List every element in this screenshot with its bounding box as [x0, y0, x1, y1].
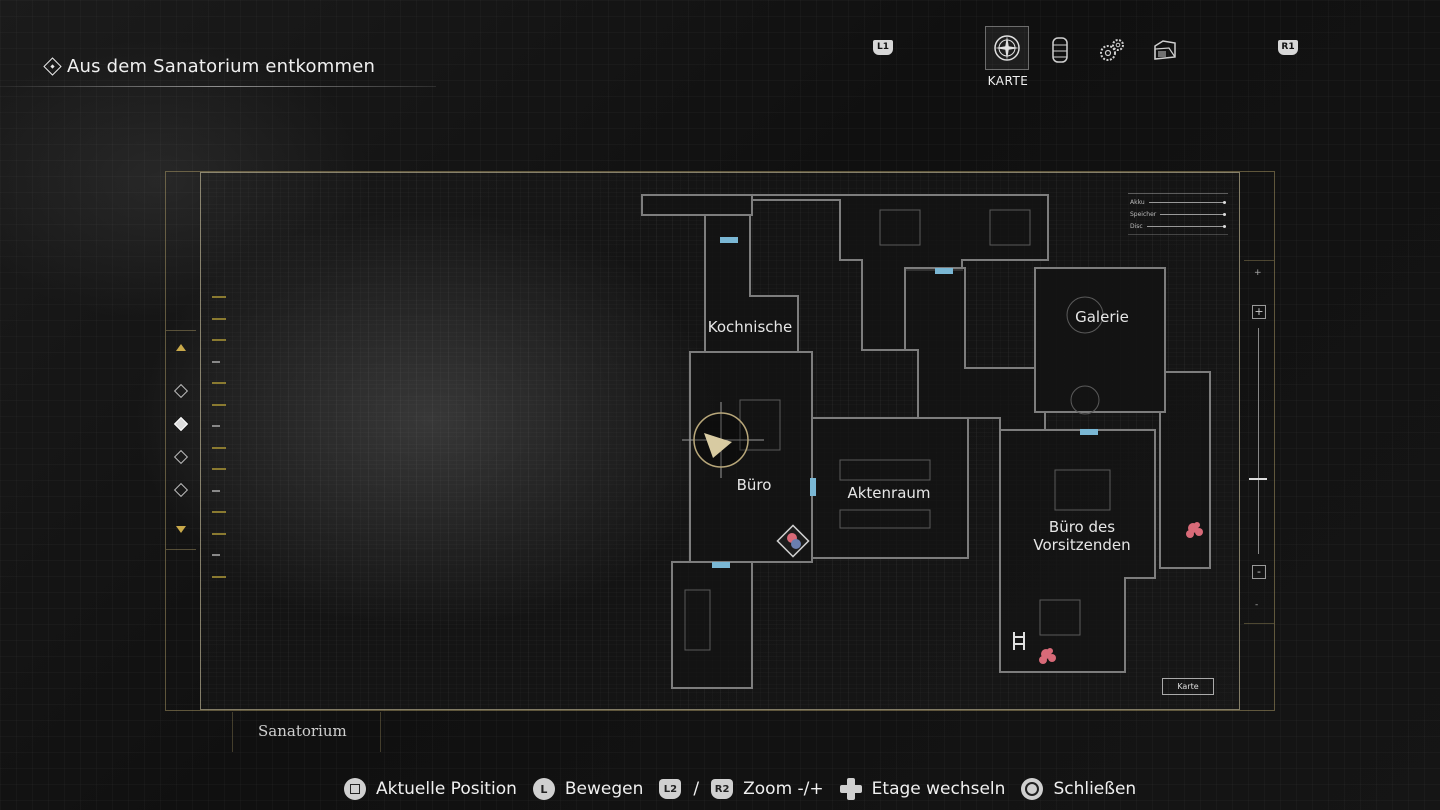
tab-map-label: KARTE [987, 74, 1029, 88]
legend-item: Speicher [1130, 210, 1157, 218]
floor-up-arrow-icon[interactable] [176, 344, 186, 351]
square-button-icon [344, 778, 366, 800]
room-stairwell [671, 561, 753, 689]
room-label-aktenraum: Aktenraum [847, 484, 931, 502]
zoom-panel [1244, 260, 1274, 624]
ladder-icon [1013, 632, 1025, 650]
map-legend: Akku Speicher Disc [1128, 193, 1228, 235]
room-label-line: Vorsitzenden [1033, 536, 1131, 554]
tab-gears[interactable] [1092, 30, 1132, 70]
item-markers [1039, 522, 1203, 664]
floor-selector [166, 330, 196, 550]
l2-trigger-icon: L2 [659, 779, 682, 799]
control-current-position[interactable]: Aktuelle Position [344, 778, 517, 800]
door-marker [935, 268, 953, 274]
legend-item: Disc [1130, 222, 1143, 230]
room-label-kochnische: Kochnische [707, 318, 793, 336]
gears-icon [1100, 39, 1124, 61]
r1-button[interactable]: R1 [1278, 40, 1298, 55]
room-label-galerie: Galerie [1075, 308, 1129, 326]
circle-button-icon [1021, 778, 1044, 800]
player-arrow-icon [704, 433, 732, 458]
tab-inventory[interactable] [1040, 30, 1080, 70]
objective-text: Aus dem Sanatorium entkommen [67, 56, 376, 77]
zoom-in-button[interactable]: + [1252, 305, 1266, 319]
area-name: Sanatorium [258, 722, 347, 740]
zoom-slider-track[interactable] [1258, 328, 1259, 554]
door-marker [810, 478, 816, 496]
objective-underline [0, 86, 436, 87]
map-frame-outer [165, 171, 1275, 711]
control-label: Aktuelle Position [376, 779, 517, 799]
room-label-buero: Büro [736, 476, 772, 494]
door-marker [712, 562, 730, 568]
dpad-icon [839, 778, 862, 800]
room-buero-vorsitzenden [999, 429, 1156, 673]
door-marker [720, 237, 738, 243]
inventory-icon [1052, 37, 1068, 63]
zoom-minus-label: - [1255, 600, 1259, 610]
left-stick-icon: L [532, 778, 555, 800]
l1-button[interactable]: L1 [873, 40, 893, 55]
control-change-floor[interactable]: Etage wechseln [839, 778, 1006, 800]
control-move[interactable]: L Bewegen [532, 778, 644, 800]
tab-files[interactable] [1144, 30, 1184, 70]
floor-ticks [212, 296, 226, 597]
control-label: Bewegen [564, 779, 644, 799]
zoom-slider-thumb[interactable] [1249, 478, 1267, 480]
room-aktenraum [811, 417, 969, 559]
tab-map[interactable] [985, 26, 1029, 70]
karte-button[interactable]: Karte [1162, 678, 1214, 695]
zoom-slash: / [693, 779, 700, 799]
controls-bar: Aktuelle Position L Bewegen L2 / R2 Zoom… [344, 776, 1152, 802]
legend-item: Akku [1130, 198, 1145, 206]
control-label: Schließen [1053, 779, 1137, 799]
r2-trigger-icon: R2 [711, 779, 734, 799]
save-room-marker [776, 524, 810, 558]
player-position-marker [682, 402, 764, 478]
room-label-buero-vorsitzenden: Büro des Vorsitzenden [1022, 518, 1142, 554]
area-divider [380, 712, 381, 752]
room-corridor-top [641, 194, 753, 216]
compass-icon [994, 35, 1020, 61]
room-galerie [1034, 267, 1166, 413]
files-icon [1154, 40, 1176, 60]
zoom-out-button[interactable]: - [1252, 565, 1266, 579]
area-bar [232, 712, 1207, 752]
current-objective: Aus dem Sanatorium entkommen [43, 56, 376, 77]
room-label-line: Büro des [1048, 518, 1116, 536]
floor-down-arrow-icon[interactable] [176, 526, 186, 533]
zoom-plus-label: + [1254, 268, 1262, 278]
door-marker [1080, 429, 1098, 435]
control-label: Etage wechseln [871, 779, 1006, 799]
control-zoom[interactable]: L2 / R2 Zoom -/+ [659, 779, 824, 799]
control-close[interactable]: Schließen [1021, 778, 1136, 800]
control-label: Zoom -/+ [743, 779, 824, 799]
